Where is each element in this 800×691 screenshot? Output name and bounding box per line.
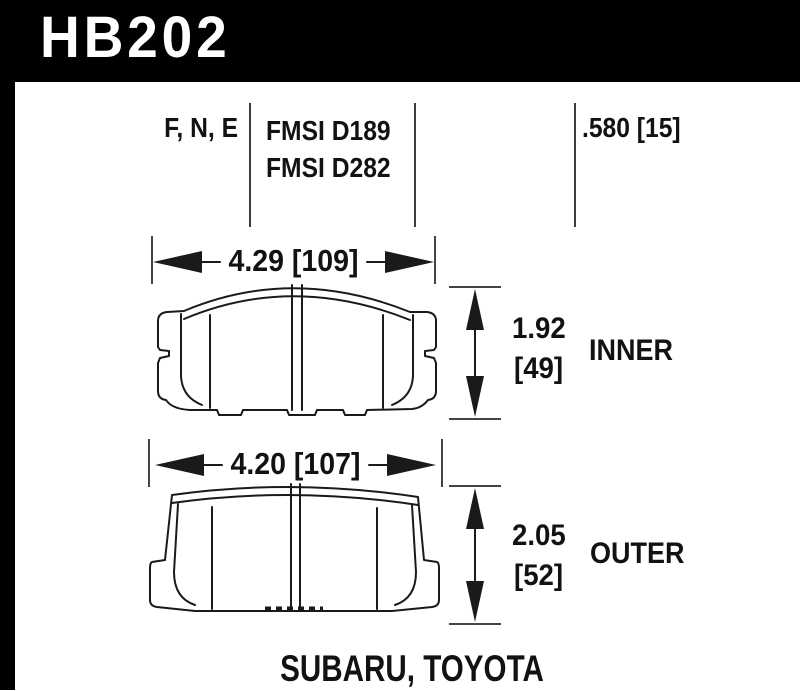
inner-pad-height-inches: 1.92 xyxy=(512,312,566,345)
fmsi-number-1: FMSI D189 xyxy=(266,115,391,146)
up-arrowhead-icon xyxy=(466,289,484,330)
part-number: HB202 xyxy=(40,5,231,70)
inner-pad-friction-top-edge xyxy=(183,295,411,321)
right-arrowhead-icon xyxy=(387,454,436,476)
outer-pad-drawing xyxy=(149,483,440,612)
outer-pad-outline xyxy=(149,486,440,612)
inner-pad-outline xyxy=(157,287,437,416)
spec-divider-1 xyxy=(249,103,251,227)
inner-pad-height-mm: [49] xyxy=(514,352,564,385)
down-arrowhead-icon xyxy=(466,376,484,417)
spec-divider-3 xyxy=(574,103,576,227)
outer-pad-friction-top-edge xyxy=(171,494,419,506)
right-arrowhead-icon xyxy=(385,251,434,273)
compound-codes: F, N, E xyxy=(164,112,238,143)
down-arrowhead-icon xyxy=(466,581,484,622)
inner-pad-drawing xyxy=(157,284,437,416)
left-arrowhead-icon xyxy=(153,251,202,273)
inner-pad-friction-right-edge xyxy=(391,314,414,406)
inner-pad-friction-left-edge xyxy=(180,313,203,406)
spec-divider-2 xyxy=(414,103,416,227)
outer-pad-width-value: 4.20 [107] xyxy=(230,446,361,481)
inner-pad-width-dimension-arrow xyxy=(151,236,436,284)
inner-pad-width-value: 4.29 [109] xyxy=(228,243,359,278)
vehicle-applications: SUBARU, TOYOTA xyxy=(280,648,544,689)
outer-pad-height-dimension-arrow xyxy=(449,485,501,625)
outer-pad-friction-right-edge xyxy=(394,504,417,606)
fmsi-number-2: FMSI D282 xyxy=(266,152,391,183)
outer-pad-width-dimension-arrow xyxy=(148,439,443,487)
outer-pad-label: OUTER xyxy=(590,537,685,570)
outer-pad-friction-left-edge xyxy=(173,503,196,606)
inner-pad-height-dimension-arrow xyxy=(449,286,501,420)
up-arrowhead-icon xyxy=(466,488,484,529)
pad-thickness: .580 [15] xyxy=(582,112,681,143)
header-bar xyxy=(0,0,800,82)
inner-pad-label: INNER xyxy=(589,334,674,367)
page-left-border xyxy=(0,0,15,690)
outer-pad-height-mm: [52] xyxy=(514,559,564,592)
outer-pad-height-inches: 2.05 xyxy=(512,519,566,552)
left-arrowhead-icon xyxy=(155,454,204,476)
fmsi-numbers: FMSI D189 FMSI D282 xyxy=(266,112,391,186)
